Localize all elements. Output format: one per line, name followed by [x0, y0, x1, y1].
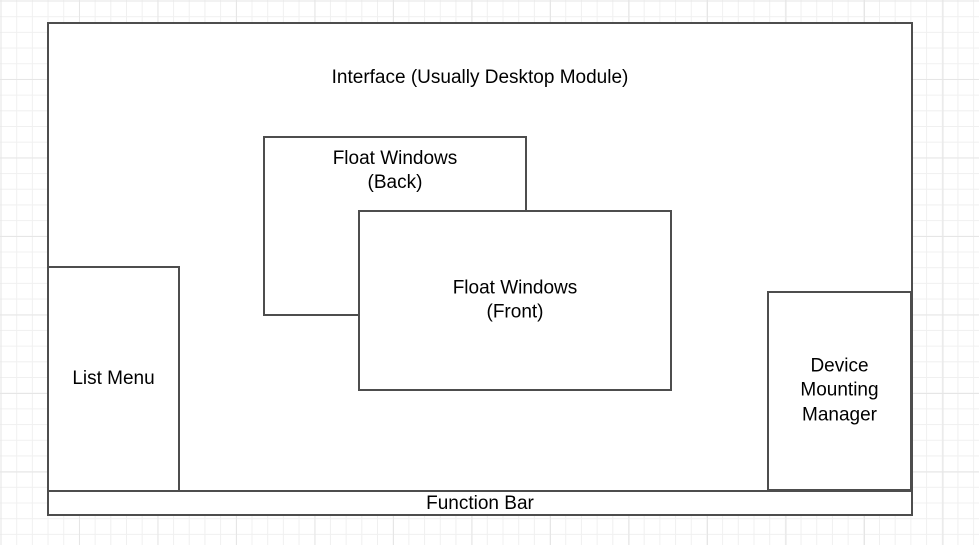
float-window-front-label-line2: (Front)	[486, 301, 544, 323]
function-bar-label: Function Bar	[426, 492, 534, 514]
device-mounting-manager[interactable]: Device Mounting Manager	[767, 291, 912, 491]
float-window-front[interactable]: Float Windows (Front)	[358, 210, 672, 391]
float-window-back-label: Float Windows (Back)	[265, 147, 525, 196]
device-mounting-manager-label-line3: Manager	[802, 404, 877, 426]
interface-container-label: Interface (Usually Desktop Module)	[331, 67, 629, 88]
device-mounting-manager-label-line2: Mounting	[800, 379, 879, 401]
float-window-back-label-line2: (Back)	[367, 172, 423, 194]
list-menu-label: List Menu	[49, 367, 178, 391]
float-window-back-label-line1: Float Windows	[332, 148, 458, 169]
device-mounting-manager-label-line1: Device	[810, 355, 869, 377]
float-window-front-label: Float Windows (Front)	[360, 276, 670, 325]
function-bar[interactable]: Function Bar	[47, 490, 913, 516]
float-window-front-label-line1: Float Windows	[452, 277, 578, 299]
list-menu[interactable]: List Menu	[47, 266, 180, 492]
device-mounting-manager-label: Device Mounting Manager	[769, 355, 910, 428]
list-menu-label-line1: List Menu	[72, 367, 155, 389]
